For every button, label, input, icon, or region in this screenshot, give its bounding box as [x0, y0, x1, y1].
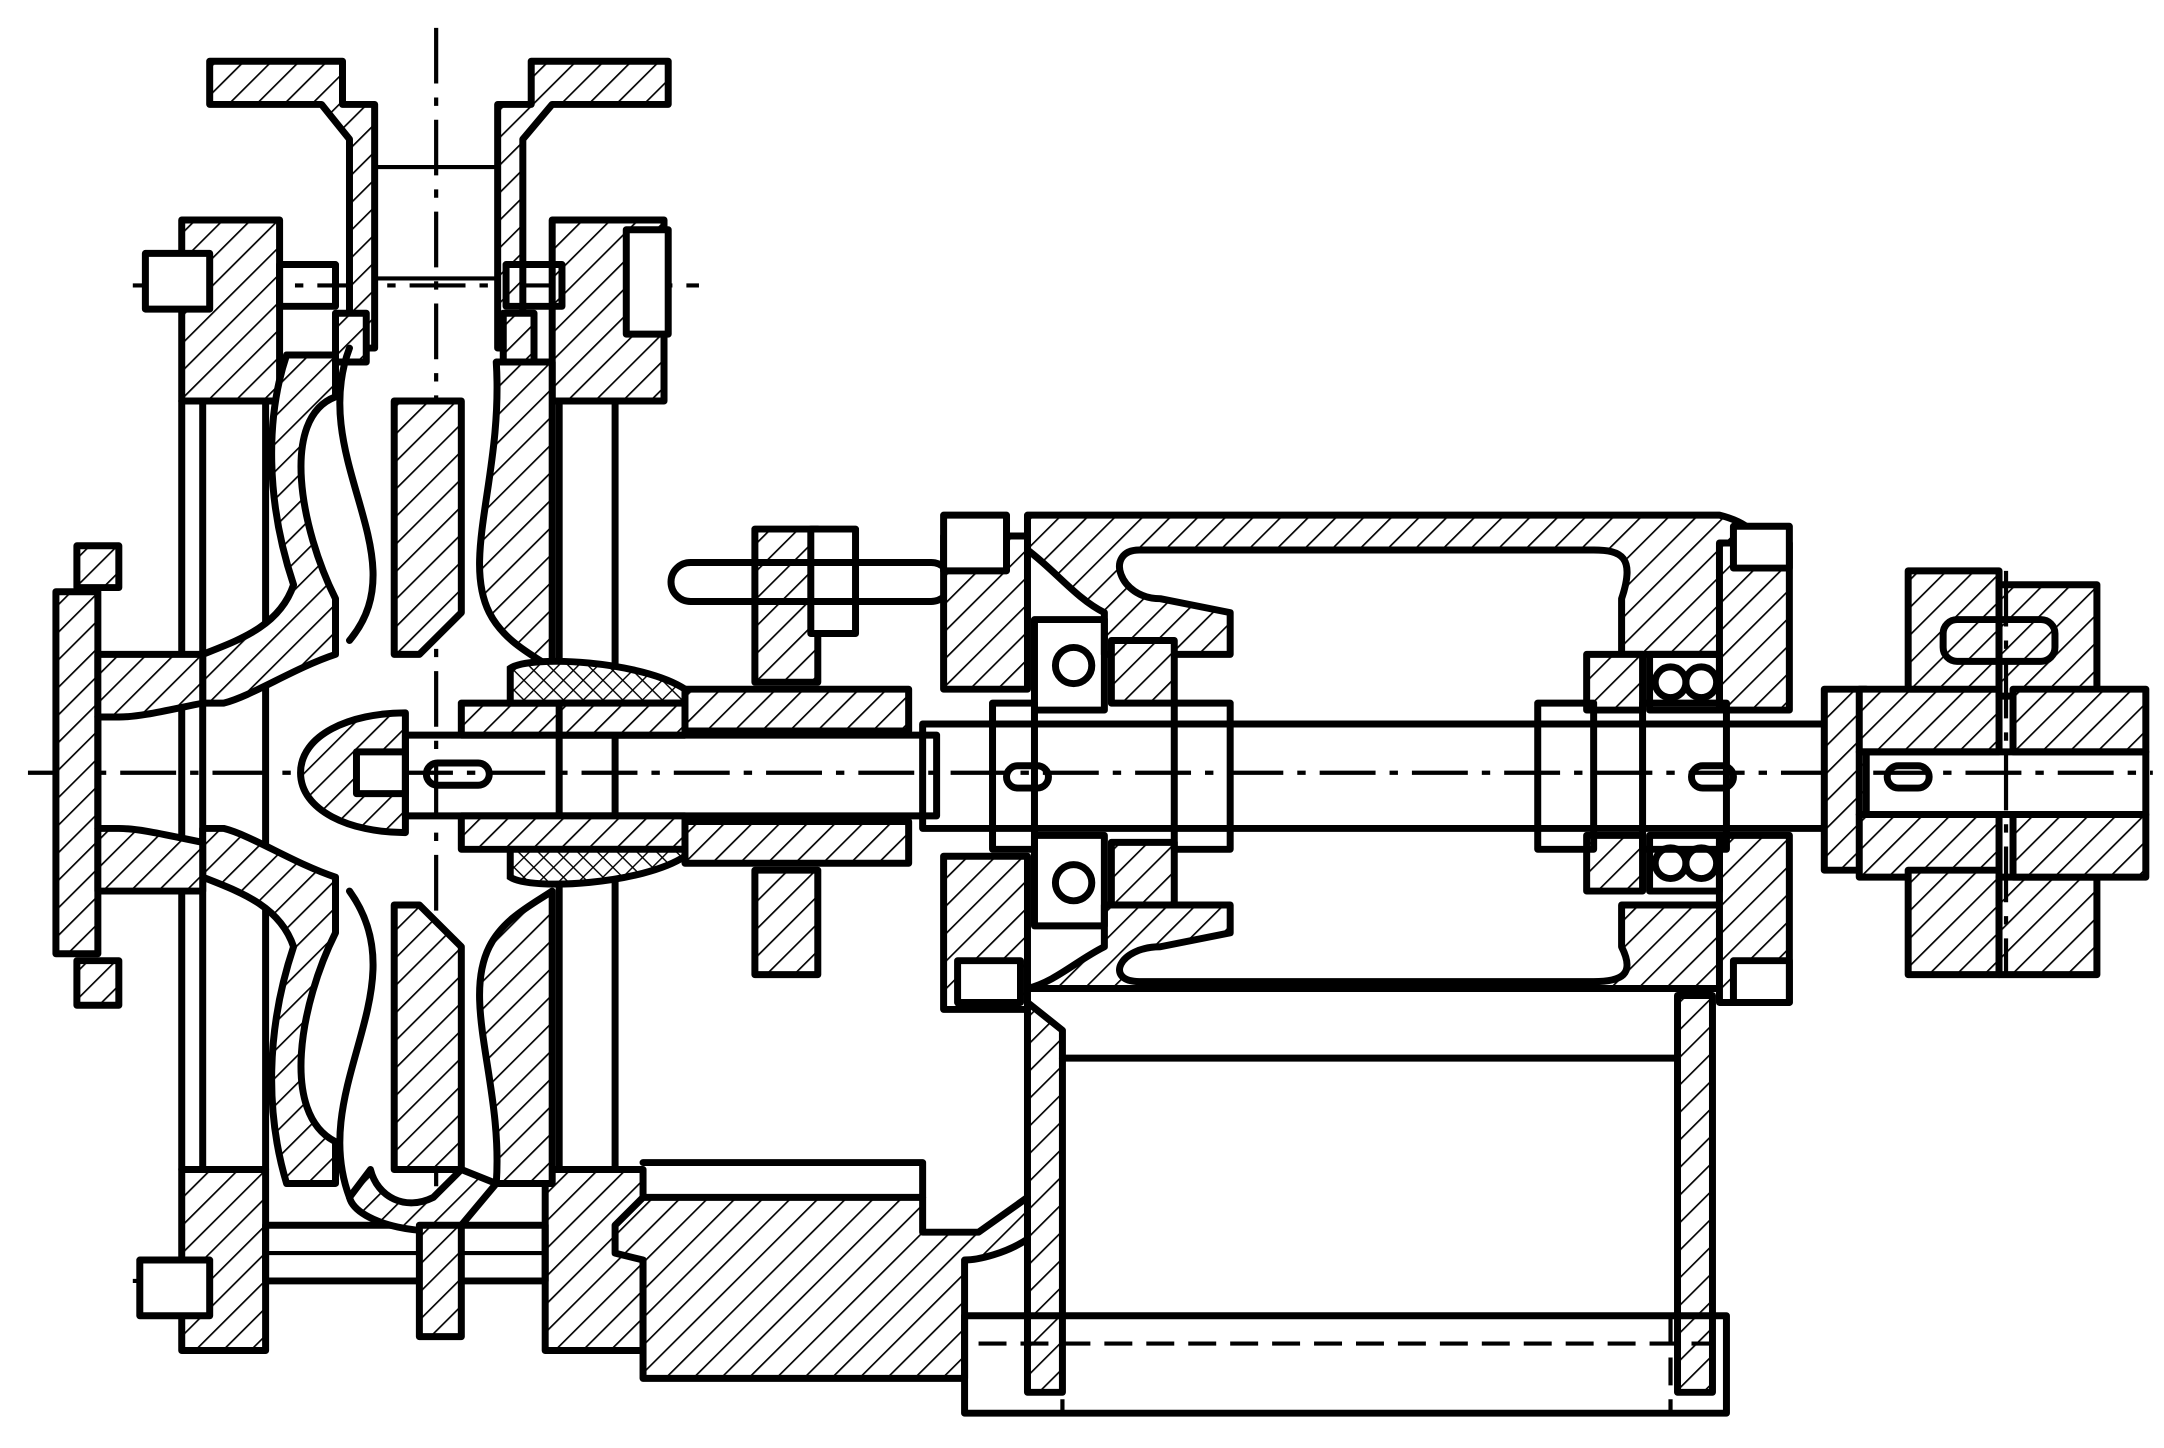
- impeller-hub-nut: [297, 709, 409, 837]
- front-bearing: [1030, 616, 1178, 930]
- packing-gland: [667, 525, 955, 979]
- stuffing-box: [457, 657, 913, 888]
- casing-bottom-flange: [136, 1166, 647, 1355]
- shaft-coupling: [1820, 567, 2150, 979]
- bearing-frame: [940, 511, 1793, 1013]
- pump-shaft-left: [401, 731, 941, 820]
- pump-casing-left: [178, 351, 339, 1187]
- support-pedestal: [611, 992, 1730, 1417]
- main-shaft: [919, 699, 1835, 853]
- casing-top-flange: [141, 216, 672, 405]
- suction-nozzle: [52, 542, 207, 1009]
- impeller: [345, 397, 500, 1341]
- pump-casing-right: [336, 344, 619, 1201]
